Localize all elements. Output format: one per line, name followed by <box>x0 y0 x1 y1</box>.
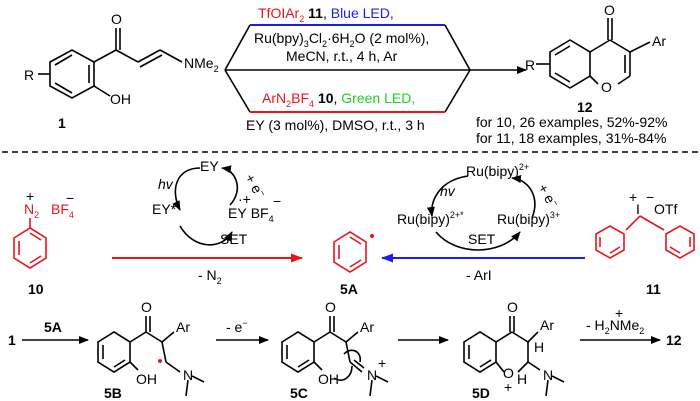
ey-hv: hv <box>158 176 174 192</box>
ru-set: SET <box>468 231 496 247</box>
5d-ring-o: O <box>503 365 514 381</box>
reactant-1-nme2: NMe2 <box>184 55 219 74</box>
cond-diazo: ArN2BF4 10, Green LED, <box>262 90 415 109</box>
5d-ar: Ar <box>540 317 554 333</box>
reactant-1-structure <box>38 28 183 99</box>
final-label: 12 <box>666 332 682 348</box>
intermediate-5b-structure <box>97 316 205 397</box>
5d-n: N <box>543 367 553 383</box>
arrow-4-label: - H2NMe2 <box>586 317 644 336</box>
start-label: 1 <box>8 332 16 348</box>
5b-label: 5B <box>104 385 122 401</box>
cond-ru-catalyst: Ru(bpy)3Cl2·6H2O (2 mol%), <box>254 30 429 49</box>
ru-cycle-arrow-right <box>511 175 536 219</box>
diazonium-minus: − <box>66 190 74 206</box>
ey-bf4-charge: − <box>273 193 281 209</box>
minus-n2: - N2 <box>198 267 222 286</box>
reactant-1-r: R <box>24 67 34 83</box>
product-carbonyl-o: O <box>604 2 615 18</box>
product-ring-o: O <box>601 79 612 95</box>
cond-ey: EY (3 mol%), DMSO, r.t., 3 h <box>246 117 425 133</box>
5d-h1: H <box>534 339 544 355</box>
cond-mecn: MeCN, r.t., 4 h, Ar <box>286 48 398 64</box>
reactant-1-oh: OH <box>110 91 131 107</box>
ey-radical-charge: ·+ <box>238 191 251 207</box>
5b-oh: OH <box>136 371 157 387</box>
diazonium-label: 10 <box>28 281 44 297</box>
5b-o: O <box>141 299 152 315</box>
reactant-1-label: 1 <box>58 115 66 131</box>
scope-10: for 10, 26 examples, 52%-92% <box>476 114 667 130</box>
ru-cycle-arrow-left <box>426 175 469 217</box>
ru-plus-e: + e− <box>535 181 561 211</box>
intermediate-5d-structure <box>463 316 565 397</box>
ey-set: SET <box>220 231 248 247</box>
ey-cycle-arrow-bottom <box>179 225 233 246</box>
5d-o: O <box>507 299 518 315</box>
radical-dot <box>370 234 374 238</box>
5b-n: N <box>183 367 193 383</box>
arrow-2-label: - e− <box>226 318 248 335</box>
5c-label: 5C <box>290 385 308 401</box>
ru-hv: hv <box>440 183 456 199</box>
minus-ari: - ArI <box>466 267 492 283</box>
ru-excited: Ru(bipy)2+* <box>397 210 464 227</box>
diazonium-plus: + <box>26 188 34 204</box>
scope-11: for 11, 18 examples, 31%-84% <box>476 130 666 146</box>
5c-ar: Ar <box>360 319 374 335</box>
5c-oh: OH <box>318 371 339 387</box>
radical-label: 5A <box>340 281 358 297</box>
iodonium-plus: + <box>629 189 637 205</box>
5b-radical-dot <box>158 359 162 363</box>
iodonium-minus: − <box>646 189 654 205</box>
cond-iodonium: TfOIAr2 11, Blue LED, <box>258 5 394 24</box>
product-r: R <box>525 57 535 73</box>
ru-oxidized: Ru(bipy)3+ <box>497 210 560 227</box>
5d-h2: H <box>517 371 527 387</box>
product-12-structure <box>536 18 651 89</box>
5b-ar: Ar <box>176 319 190 335</box>
diazonium-n2: N2 <box>24 201 39 220</box>
ru-ground: Ru(bipy)2+ <box>466 162 529 179</box>
arrow-1-label: 5A <box>44 319 62 335</box>
iodonium-otf: OTf <box>654 201 677 217</box>
5c-n-plus: + <box>378 355 386 371</box>
reactant-1-carbonyl-o: O <box>111 11 122 27</box>
iodonium-11-structure <box>595 215 695 259</box>
ru-cycle-arrow-bottom <box>435 231 521 251</box>
intermediate-5c-structure <box>281 316 389 397</box>
iodonium-i: I <box>636 201 640 217</box>
radical-5a-structure <box>333 231 367 273</box>
diazonium-10-structure <box>13 218 47 269</box>
ey-star: EY* <box>152 201 177 217</box>
5d-label: 5D <box>472 385 490 401</box>
5c-o: O <box>325 299 336 315</box>
arrow-4-plus: + <box>615 305 623 321</box>
product-label: 12 <box>577 99 593 115</box>
diazonium-bf4: BF4 <box>51 201 74 220</box>
5d-o-plus: + <box>504 379 512 395</box>
ey-cycle-arrow-right <box>221 165 239 206</box>
5c-n: N <box>367 367 377 383</box>
product-ar: Ar <box>652 33 666 49</box>
iodonium-label: 11 <box>646 281 661 297</box>
ey-cycle-arrow-left <box>172 167 201 211</box>
ey-ground: EY <box>200 158 219 174</box>
